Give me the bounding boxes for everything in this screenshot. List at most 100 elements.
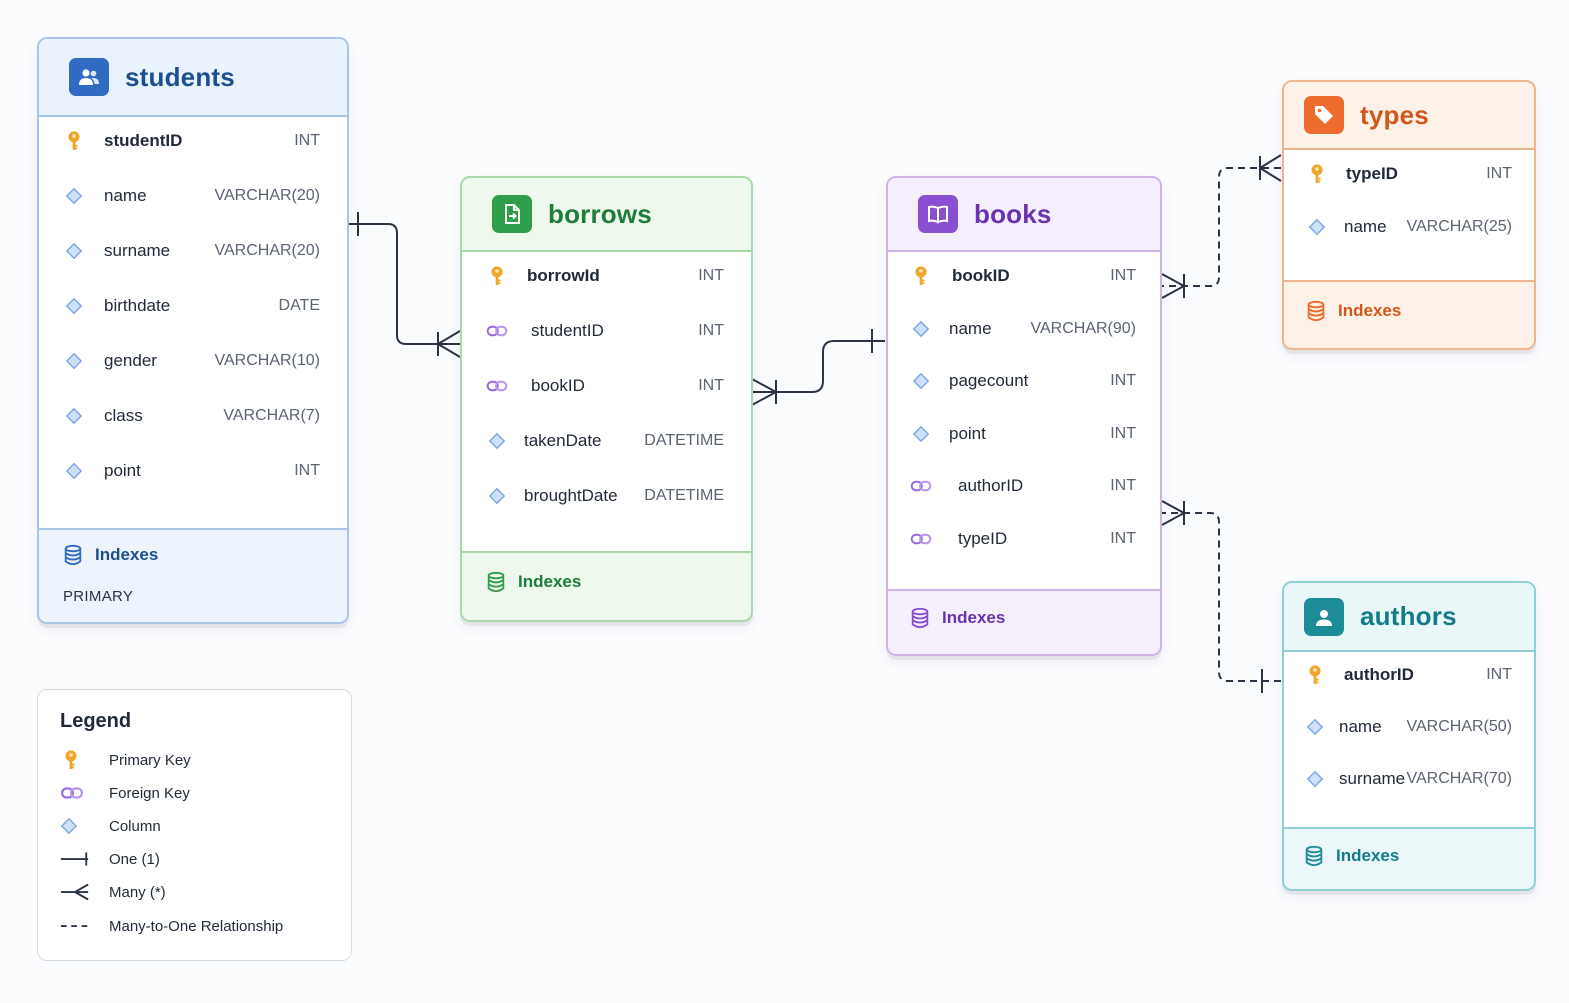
field-type: INT	[294, 132, 320, 149]
foreign-key-icon	[486, 320, 508, 342]
foreign-key-icon	[910, 528, 932, 550]
field-row-name[interactable]: name VARCHAR(20)	[39, 181, 347, 211]
table-title: types	[1360, 99, 1429, 130]
field-name: bookID	[952, 266, 1010, 285]
table-header[interactable]: books	[888, 178, 1160, 252]
table-header[interactable]: types	[1284, 82, 1534, 150]
field-type: VARCHAR(20)	[214, 242, 321, 259]
column-icon	[1306, 216, 1328, 238]
field-type: INT	[1110, 424, 1136, 442]
indexes-section[interactable]: Indexes	[1284, 280, 1534, 348]
index-primary: PRIMARY	[63, 588, 134, 605]
database-icon	[486, 571, 506, 593]
legend-label: Foreign Key	[109, 784, 190, 802]
indexes-toggle[interactable]: Indexes	[910, 607, 1005, 629]
legend-item: Column	[60, 814, 161, 838]
indexes-toggle[interactable]: Indexes	[486, 571, 581, 593]
column-icon	[63, 405, 85, 427]
field-row-name[interactable]: name VARCHAR(50)	[1284, 712, 1534, 742]
indexes-toggle[interactable]: Indexes	[1306, 300, 1401, 322]
indexes-section[interactable]: Indexes	[1284, 827, 1534, 889]
field-type: INT	[698, 267, 724, 284]
table-title: authors	[1360, 601, 1457, 631]
database-icon	[1306, 300, 1326, 322]
legend-label: Column	[109, 817, 161, 835]
field-name: broughtDate	[524, 486, 618, 505]
relationship-types-books	[1161, 154, 1282, 299]
column-icon	[63, 460, 85, 482]
field-type: INT	[1110, 267, 1136, 284]
field-type: VARCHAR(10)	[214, 352, 321, 369]
field-type: VARCHAR(7)	[223, 407, 320, 424]
table-header[interactable]: authors	[1284, 583, 1534, 652]
indexes-section[interactable]: Indexes PRIMARY	[39, 528, 347, 622]
link-icon	[60, 783, 90, 803]
field-type: VARCHAR(50)	[1406, 718, 1513, 735]
table-header[interactable]: students	[39, 39, 347, 117]
field-name: pagecount	[949, 371, 1029, 391]
field-name: birthdate	[104, 296, 171, 315]
field-name: bookID	[531, 376, 585, 395]
indexes-section[interactable]: Indexes	[888, 589, 1160, 654]
field-row-borrowid[interactable]: borrowId INT	[462, 261, 751, 291]
legend-label: Many (*)	[109, 883, 166, 901]
indexes-toggle[interactable]: Indexes	[1304, 845, 1399, 867]
field-name: authorID	[1344, 665, 1414, 684]
field-type: INT	[698, 377, 724, 394]
relationship-authors-books	[1161, 500, 1281, 693]
indexes-toggle[interactable]: Indexes	[63, 544, 158, 566]
field-name: takenDate	[524, 431, 602, 450]
column-icon	[910, 318, 932, 340]
indexes-label: Indexes	[1336, 846, 1400, 865]
legend-item: Foreign Key	[60, 781, 190, 805]
field-type: VARCHAR(20)	[214, 187, 321, 204]
primary-key-icon	[63, 130, 85, 152]
field-row-bookid[interactable]: bookID INT	[462, 371, 751, 401]
primary-key-icon	[486, 265, 508, 287]
database-icon	[63, 544, 83, 566]
indexes-label: Indexes	[518, 572, 582, 591]
legend-item: Many (*)	[60, 880, 166, 904]
users-icon	[69, 58, 109, 96]
field-name: studentID	[531, 321, 604, 340]
foreign-key-icon	[910, 475, 932, 497]
field-name: name	[104, 186, 147, 205]
column-icon	[63, 350, 85, 372]
relationship-books-borrows	[751, 329, 885, 406]
field-name: gender	[104, 351, 157, 370]
field-name: name	[1339, 717, 1382, 736]
field-row-gender[interactable]: gender VARCHAR(10)	[39, 346, 347, 376]
field-name: borrowId	[527, 266, 600, 285]
table-header[interactable]: borrows	[462, 178, 751, 252]
diamond-icon	[60, 816, 90, 836]
file-export-icon	[492, 195, 532, 233]
legend-item: One (1)	[60, 847, 160, 871]
field-row-bookid[interactable]: bookID INT	[888, 261, 1160, 291]
indexes-section[interactable]: Indexes	[462, 551, 751, 620]
field-type: INT	[1486, 165, 1512, 182]
field-type: INT	[294, 462, 320, 479]
